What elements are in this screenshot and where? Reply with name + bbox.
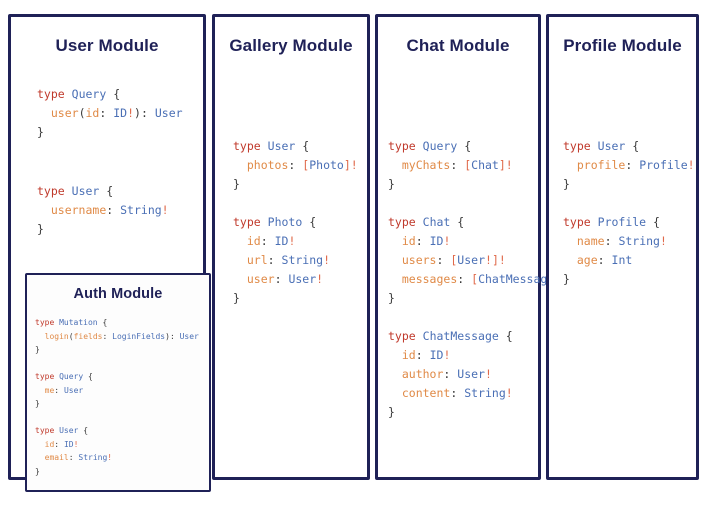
schema-code-auth: type Mutation { login(fields: LoginField… bbox=[35, 318, 199, 476]
module-card-user[interactable]: User Module type Query { user(id: ID!): … bbox=[8, 14, 211, 492]
module-title-user: User Module bbox=[55, 36, 159, 55]
module-card-gallery[interactable]: Gallery Module type User { photos: [Phot… bbox=[212, 14, 370, 480]
schema-code-user-query: type Query { user(id: ID!): User } bbox=[37, 87, 183, 139]
module-title-auth: Auth Module bbox=[73, 286, 163, 302]
schema-code-profile: type User { profile: Profile! } type Pro… bbox=[563, 139, 695, 286]
module-card-chat[interactable]: Chat Module type Query { myChats: [Chat]… bbox=[375, 14, 568, 480]
module-card-auth[interactable]: Auth Module type Mutation { login(fields… bbox=[25, 273, 211, 492]
module-title-profile: Profile Module bbox=[563, 36, 682, 55]
module-title-chat: Chat Module bbox=[406, 36, 510, 55]
schema-code-gallery: type User { photos: [Photo]! } type Phot… bbox=[233, 139, 358, 305]
module-title-gallery: Gallery Module bbox=[229, 36, 353, 55]
schema-code-chat: type Query { myChats: [Chat]! } type Cha… bbox=[388, 139, 568, 419]
module-card-profile[interactable]: Profile Module type User { profile: Prof… bbox=[546, 14, 699, 480]
schema-code-user-type: type User { username: String! } bbox=[37, 184, 169, 236]
